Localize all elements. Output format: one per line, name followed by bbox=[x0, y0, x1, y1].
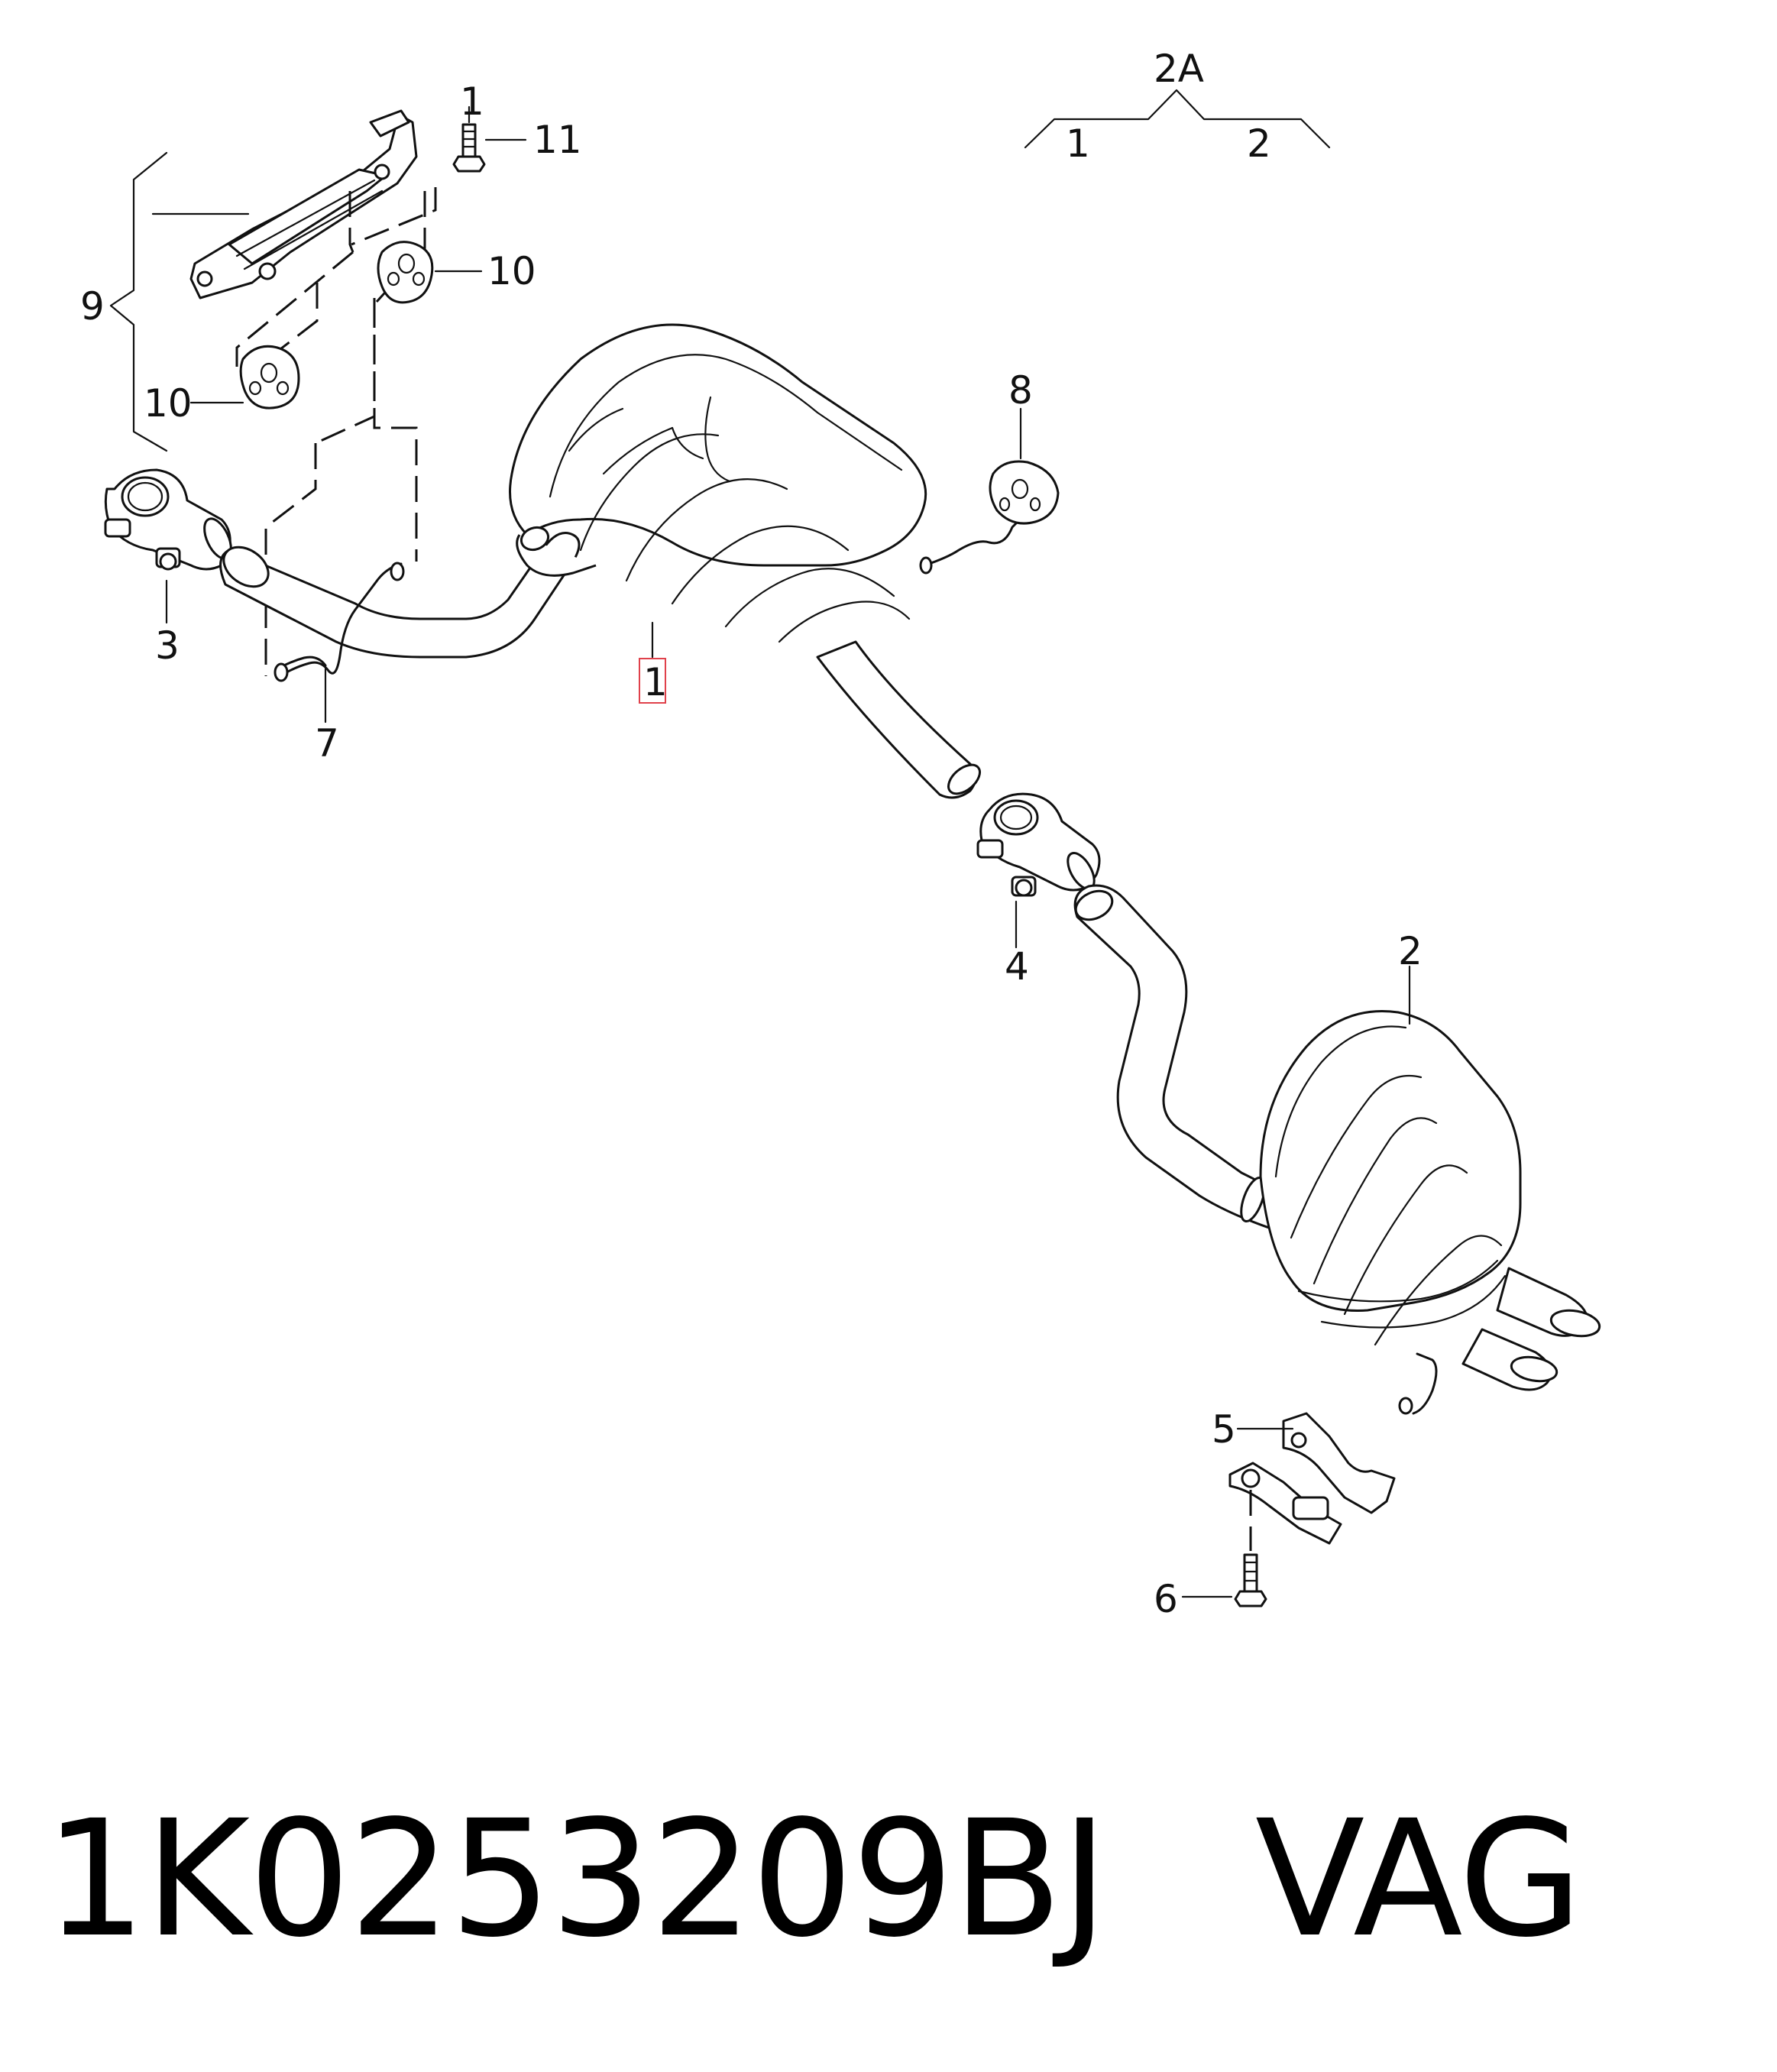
hanger-rod-7[interactable]: 7 bbox=[274, 562, 405, 766]
hanger-bracket[interactable] bbox=[189, 109, 418, 299]
callout-7: 7 bbox=[315, 721, 339, 766]
bracket-5[interactable]: 5 bbox=[1212, 1352, 1438, 1545]
callout-9-brace: 9 bbox=[80, 151, 250, 452]
callout-10-left: 10 bbox=[144, 381, 193, 426]
callout-11: 11 bbox=[533, 118, 582, 162]
rear-silencer-2[interactable]: 2 bbox=[1259, 929, 1601, 1391]
callout-3: 3 bbox=[155, 623, 180, 668]
group-branch-left: 1 bbox=[1066, 121, 1090, 166]
clamp-4[interactable]: 4 bbox=[976, 792, 1101, 989]
brand: VAG bbox=[1254, 1785, 1583, 1973]
bolt-6[interactable]: 6 bbox=[1154, 1490, 1267, 1621]
callout-4: 4 bbox=[1005, 944, 1029, 989]
callout-8: 8 bbox=[1008, 368, 1033, 413]
group-branch-right: 2 bbox=[1247, 121, 1271, 166]
rear-inlet-pipe bbox=[1073, 884, 1289, 1232]
caption-gap bbox=[1107, 1785, 1255, 1973]
callout-6: 6 bbox=[1154, 1577, 1178, 1621]
part-number-caption: 1K0253209BJ VAG bbox=[44, 1799, 1583, 1960]
callout-1-highlight bbox=[639, 658, 666, 704]
rubber-mount-10-lower[interactable]: 10 bbox=[144, 345, 300, 426]
group-label: 2A bbox=[1154, 47, 1204, 91]
part-number: 1K0253209BJ bbox=[44, 1785, 1109, 1973]
bolt-11[interactable]: 11 1 bbox=[452, 79, 582, 173]
clamp-3[interactable]: 3 bbox=[104, 468, 237, 668]
middle-silencer-1[interactable]: 1 bbox=[509, 323, 927, 704]
callout-1: 1 bbox=[643, 660, 668, 704]
rubber-mount-8[interactable]: 8 bbox=[919, 368, 1060, 575]
group-2a-bracket: 2A 1 2 bbox=[1024, 47, 1331, 166]
callout-5: 5 bbox=[1212, 1407, 1236, 1452]
callout-2: 2 bbox=[1398, 929, 1423, 973]
callout-11-ref: 1 bbox=[460, 79, 484, 124]
middle-outlet-pipe bbox=[816, 640, 981, 799]
callout-10-right: 10 bbox=[487, 249, 536, 293]
rubber-mount-10-upper[interactable]: 10 bbox=[377, 241, 536, 304]
callout-9: 9 bbox=[80, 284, 105, 329]
